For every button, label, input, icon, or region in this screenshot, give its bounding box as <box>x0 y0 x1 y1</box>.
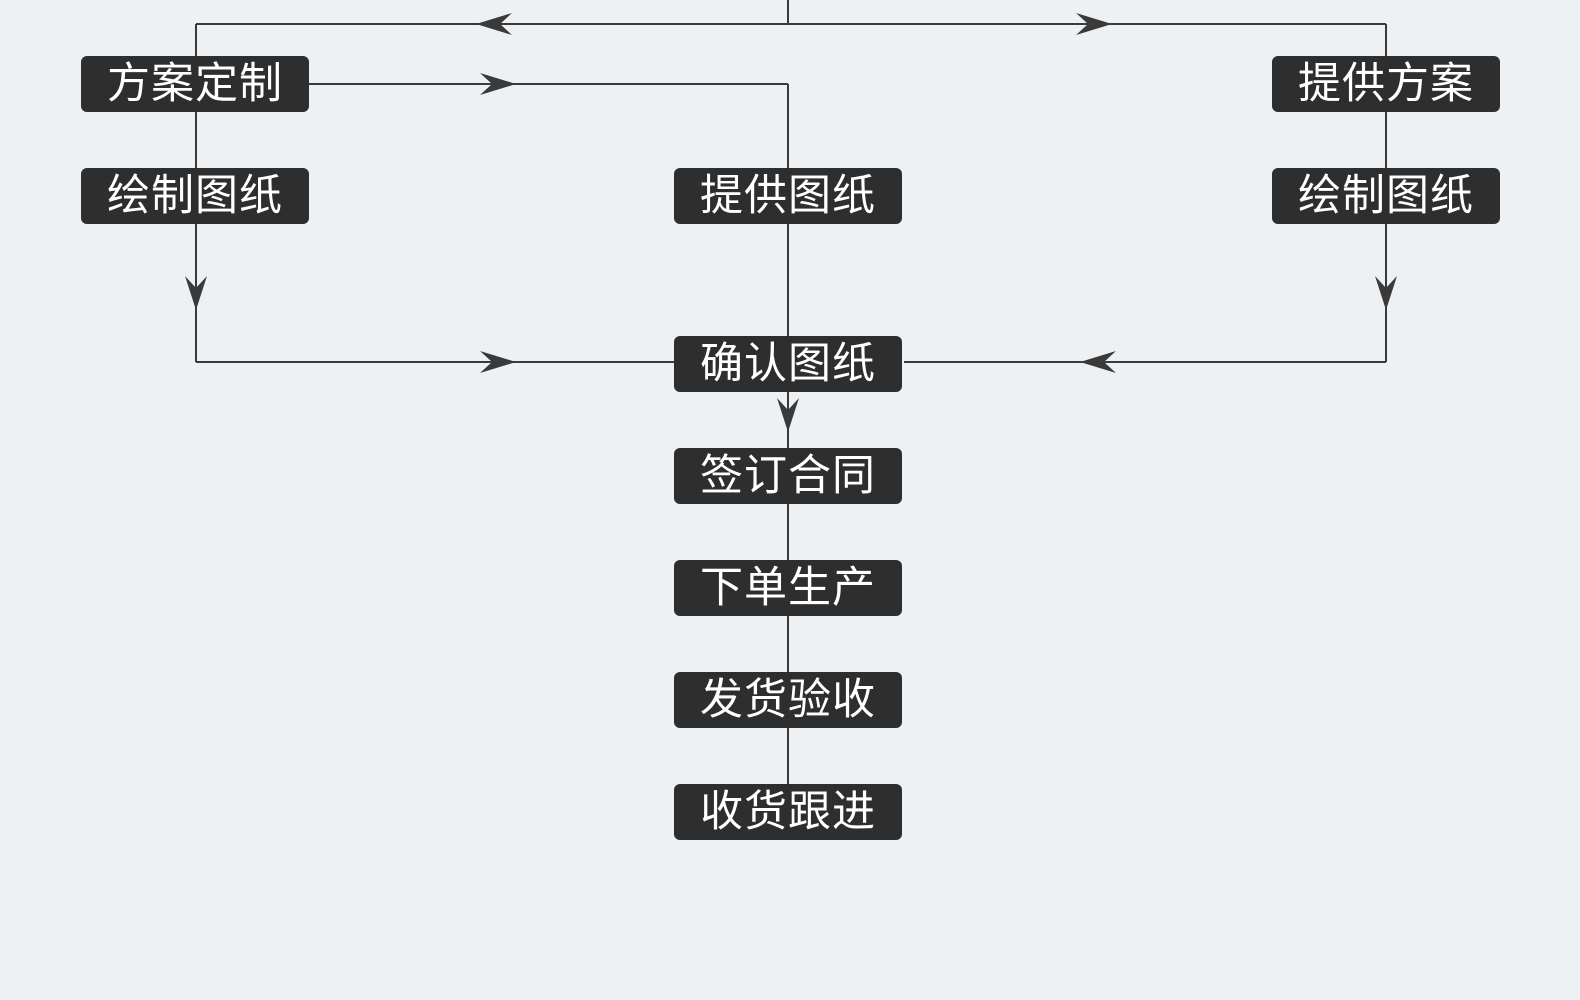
node-receipt-followup: 收货跟进 <box>674 784 902 840</box>
node-left-custom-plan-label: 方案定制 <box>107 58 283 109</box>
node-sign-contract: 签订合同 <box>674 448 902 504</box>
node-confirm-drawings: 确认图纸 <box>674 336 902 392</box>
node-shipping-inspection: 发货验收 <box>674 672 902 728</box>
node-place-order-production-label: 下单生产 <box>700 562 876 613</box>
arrow-left-down <box>185 276 207 310</box>
arrow-left-bottom-right <box>480 351 516 373</box>
node-confirm-drawings-label: 确认图纸 <box>700 338 876 389</box>
node-left-draw-drawings: 绘制图纸 <box>81 168 309 224</box>
node-shipping-inspection-label: 发货验收 <box>700 674 876 725</box>
node-left-draw-drawings-label: 绘制图纸 <box>107 170 283 221</box>
arrow-confirm-down <box>777 398 799 432</box>
node-right-provide-plan-label: 提供方案 <box>1298 58 1474 109</box>
node-place-order-production: 下单生产 <box>674 560 902 616</box>
arrow-right-bottom-left <box>1080 351 1116 373</box>
node-right-provide-plan: 提供方案 <box>1272 56 1500 112</box>
arrow-custom-right <box>480 73 516 95</box>
arrow-right-down <box>1375 276 1397 310</box>
node-sign-contract-label: 签订合同 <box>700 450 876 501</box>
arrow-top-right <box>1076 13 1112 35</box>
node-middle-provide-drawings: 提供图纸 <box>674 168 902 224</box>
node-right-draw-drawings-label: 绘制图纸 <box>1298 170 1474 221</box>
node-left-custom-plan: 方案定制 <box>81 56 309 112</box>
arrow-top-left <box>476 13 512 35</box>
node-middle-provide-drawings-label: 提供图纸 <box>700 170 876 221</box>
node-right-draw-drawings: 绘制图纸 <box>1272 168 1500 224</box>
node-receipt-followup-label: 收货跟进 <box>700 786 876 837</box>
